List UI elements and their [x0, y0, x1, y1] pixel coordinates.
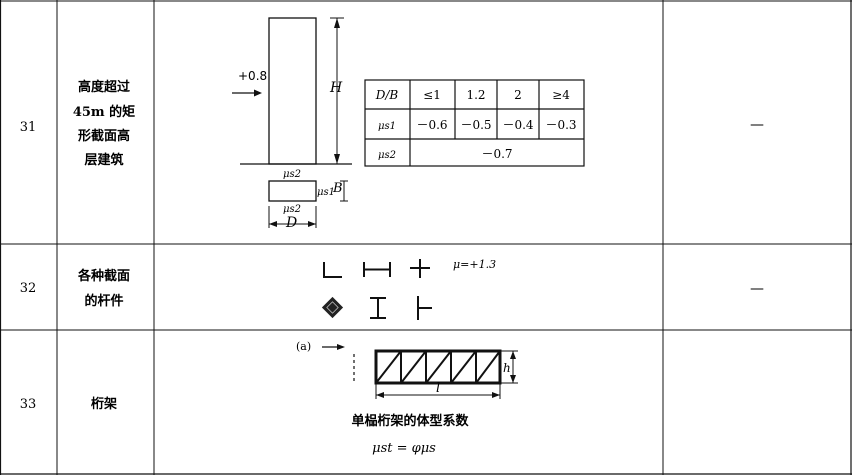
row-name-line: 各种截面	[77, 268, 130, 284]
subtable-cell: －0.5	[460, 118, 491, 132]
square-section-icon	[321, 296, 344, 319]
mu-s1-label: μs1	[317, 187, 335, 198]
row-name-line: 45m 的矩	[73, 104, 135, 120]
row-name-line: 桁架	[91, 396, 117, 412]
h-section-icon	[363, 262, 391, 277]
height-symbol: h	[503, 361, 511, 375]
depth-symbol: D	[285, 215, 297, 231]
subtable-cell: －0.3	[545, 118, 576, 132]
subtable-row-label: μs2	[378, 150, 396, 161]
coefficient-subtable	[364, 79, 585, 167]
subtable-header: D/B	[375, 88, 399, 102]
mu-s2-label: μs2	[283, 169, 301, 180]
remark: —	[750, 281, 764, 297]
mu-s2-label: μs2	[283, 204, 301, 215]
t-section-icon	[417, 296, 432, 320]
subtable-cell: －0.6	[416, 118, 447, 132]
subtable-row-label: μs1	[378, 121, 396, 132]
building-elevation	[240, 17, 352, 165]
row-number: 33	[20, 397, 37, 412]
wind-arrow-icon	[322, 344, 345, 350]
subtable-cell: －0.7	[481, 147, 512, 161]
building-plan	[268, 180, 348, 228]
truss-caption: 单榀桁架的体型系数	[351, 413, 469, 429]
row-name-line: 的杆件	[84, 293, 123, 309]
height-symbol: H	[329, 80, 343, 96]
angle-icon	[323, 262, 342, 278]
truss-formula: μst = φμs	[372, 441, 436, 456]
truss-icon	[374, 349, 502, 385]
coefficient-label: μ=+1.3	[453, 258, 496, 271]
row-33: 33 桁架 (a) h	[20, 340, 518, 456]
row-name-line: 形截面高	[78, 128, 130, 144]
subtable-header: 1.2	[466, 88, 485, 102]
length-dimension	[375, 383, 501, 399]
subtable-header: ≥4	[552, 88, 570, 102]
length-symbol: l	[436, 381, 440, 396]
row-number: 32	[20, 281, 37, 296]
breadth-symbol: B	[332, 181, 343, 196]
row-name-line: 层建筑	[84, 152, 123, 168]
row-31: 31 高度超过 45m 的矩 形截面高 层建筑 — H +0.8	[20, 17, 764, 231]
i-section-icon	[370, 297, 386, 319]
cross-section-icon	[410, 259, 430, 278]
wind-value: +0.8	[238, 69, 267, 83]
subtable-header: 2	[514, 88, 522, 102]
row-number: 31	[20, 120, 37, 135]
row-name-line: 高度超过	[78, 79, 130, 95]
subtable-header: ≤1	[423, 88, 441, 102]
label-a: (a)	[296, 340, 311, 353]
row-32: 32 各种截面 的杆件 — μ=+1.3	[20, 258, 764, 320]
remark: —	[750, 117, 764, 133]
subtable-cell: －0.4	[502, 118, 533, 132]
wind-arrow-icon	[232, 89, 262, 97]
